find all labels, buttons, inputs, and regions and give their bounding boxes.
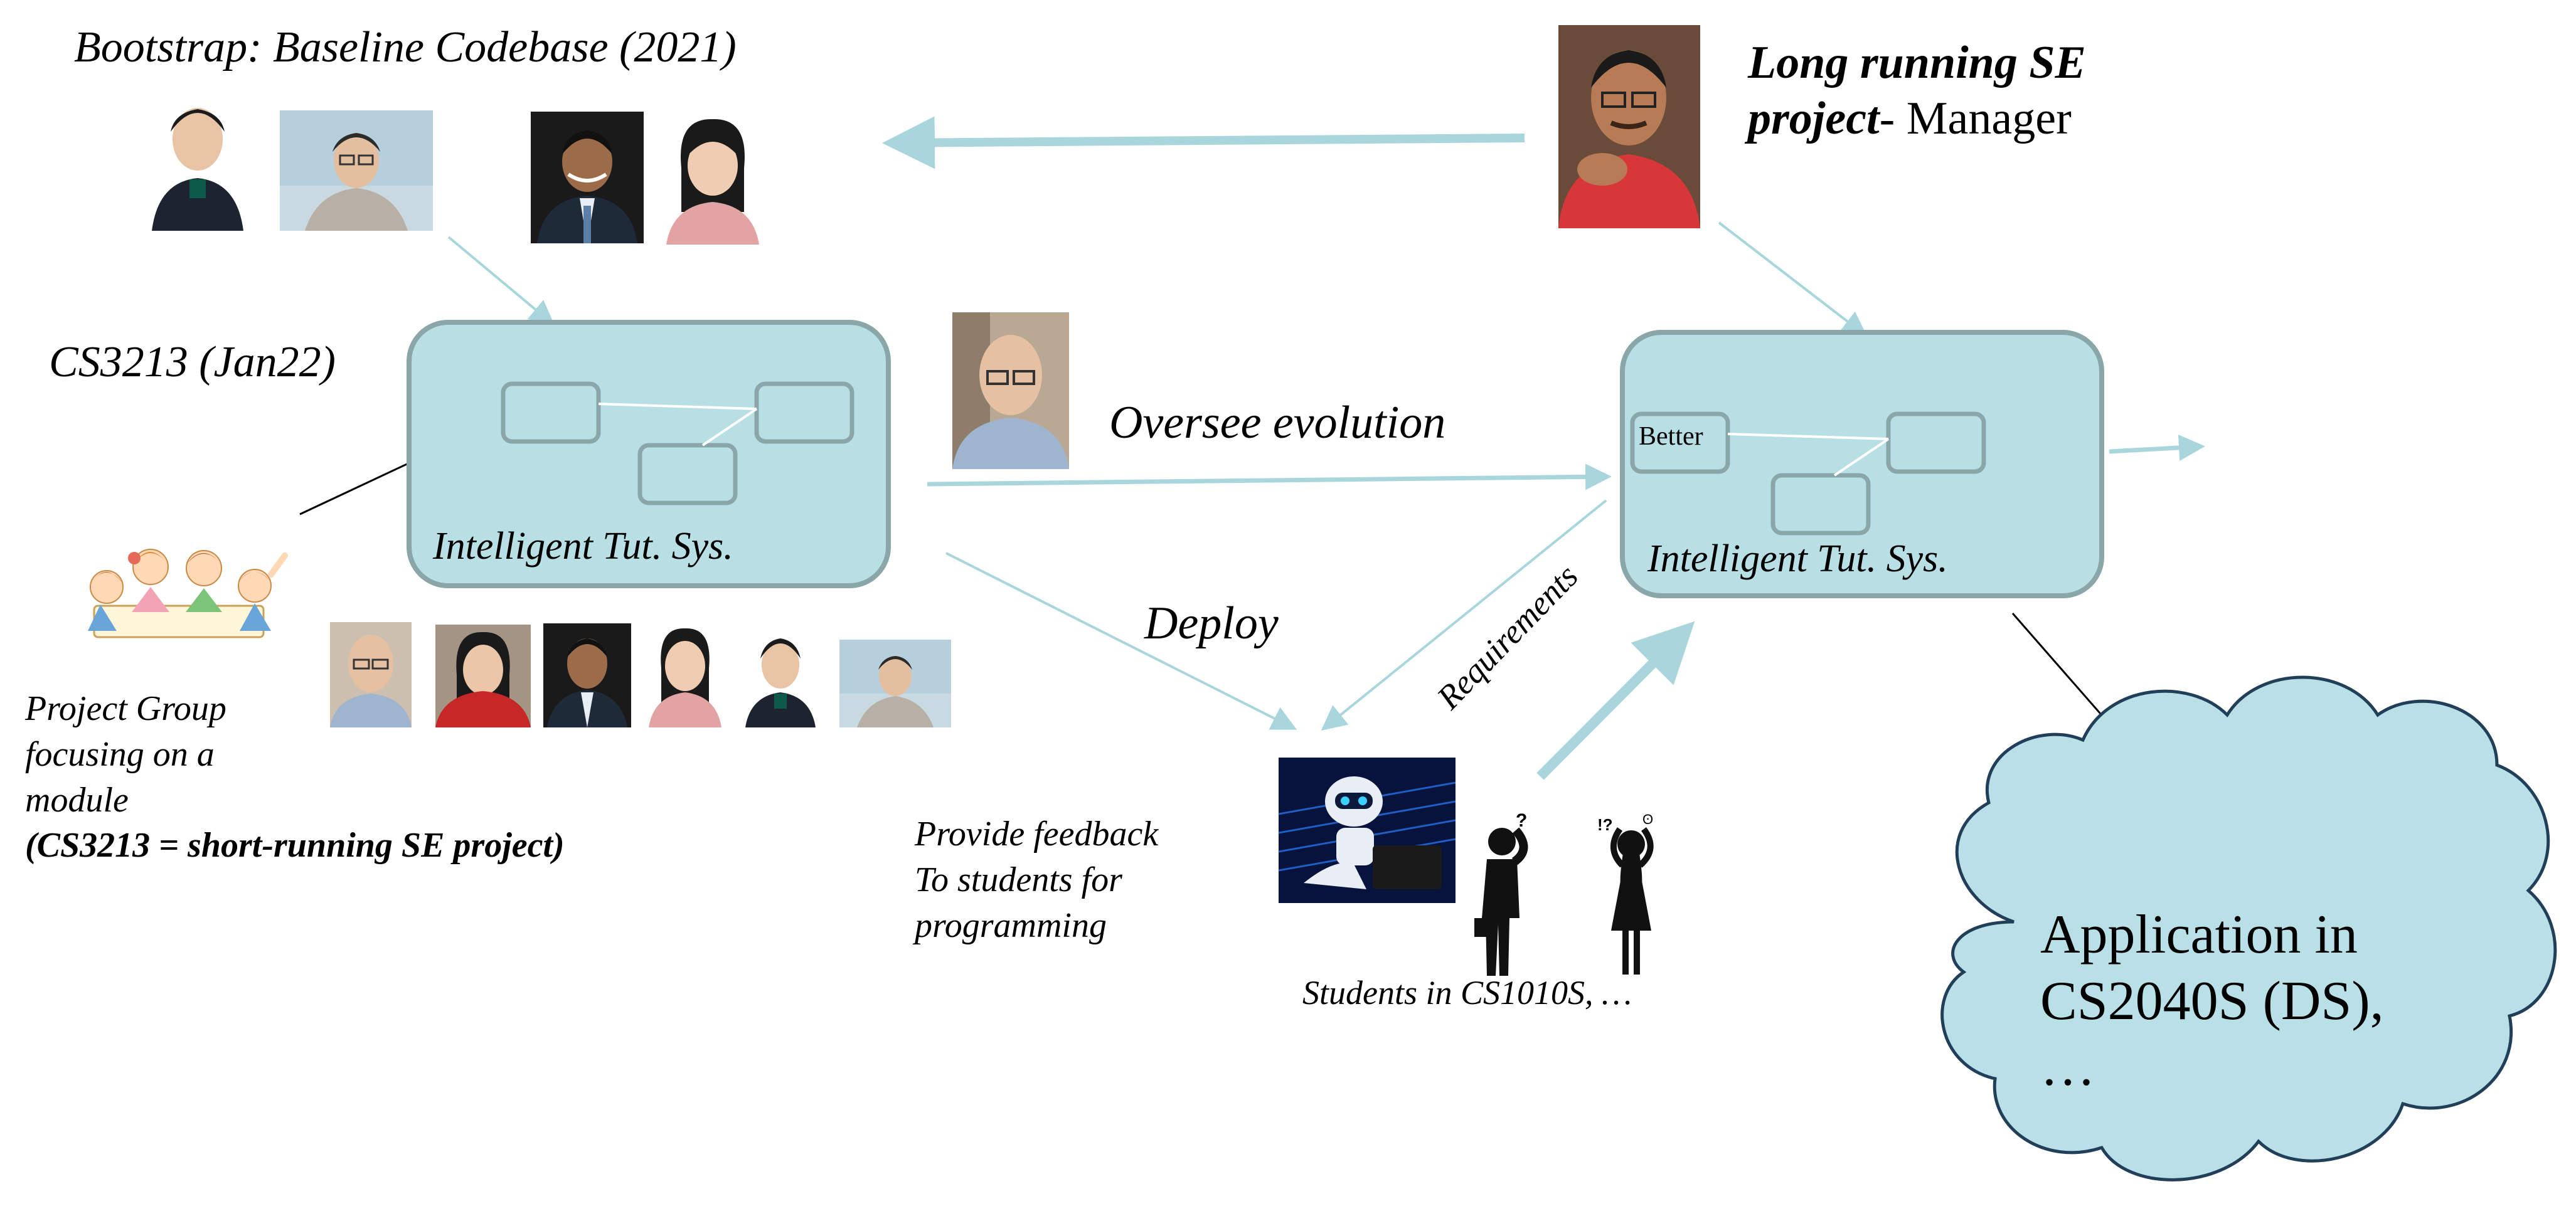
arrow-bootstrap-to-its — [447, 236, 555, 326]
module-node — [754, 381, 854, 444]
feedback-text: Provide feedback To students for program… — [915, 811, 1158, 948]
arrow-manager-to-bootstrap — [882, 116, 1525, 169]
overseer-photo — [952, 312, 1069, 469]
project-group-line: focusing on a — [25, 734, 215, 774]
cloud-line: CS2040S (DS), — [2040, 970, 2384, 1032]
arrow-requirements — [1536, 621, 1695, 780]
student-silhouette-male: ? — [1458, 811, 1540, 976]
module-link — [1727, 433, 1889, 440]
module-node-better — [1630, 411, 1730, 474]
person-photo — [146, 94, 250, 231]
module-link — [1833, 438, 1890, 477]
arrow-oversee-evolution — [927, 463, 1612, 490]
its-label-right: Intelligent Tut. Sys. — [1647, 537, 1948, 580]
students-cartoon — [69, 537, 292, 650]
its-label-left: Intelligent Tut. Sys. — [433, 525, 733, 568]
deploy-label: Deploy — [1144, 598, 1279, 649]
students-label: Students in CS1010S, … — [1302, 974, 1632, 1012]
project-group-note: (CS3213 = short-running SE project) — [25, 826, 565, 865]
feedback-line: To students for — [915, 860, 1122, 899]
student-silhouette-female: !? ʘ — [1594, 811, 1669, 980]
person-photo — [531, 112, 644, 243]
team-photo — [435, 625, 531, 727]
robot-image — [1279, 758, 1456, 903]
arrow-its-out — [2109, 434, 2205, 461]
module-node — [501, 381, 601, 444]
team-photo — [330, 622, 412, 727]
feedback-line: Provide feedback — [915, 815, 1159, 854]
manager-heading: Long running SE project- Manager — [1748, 35, 2086, 147]
team-photo — [839, 640, 951, 727]
module-node — [637, 443, 738, 505]
arrow-deploy — [945, 552, 1297, 730]
cloud-line: … — [2040, 1037, 2095, 1098]
application-cloud — [1940, 675, 2557, 1181]
bootstrap-heading: Bootstrap: Baseline Codebase (2021) — [74, 23, 737, 71]
project-group-line: Project Group — [25, 689, 226, 728]
module-node — [1886, 411, 1986, 474]
course-heading: CS3213 (Jan22) — [49, 338, 336, 386]
cloud-line: Application in — [2040, 904, 2358, 965]
cloud-text: Application in CS2040S (DS), … — [2040, 902, 2384, 1101]
svg-text:!?: !? — [1597, 815, 1613, 834]
svg-text:ʘ: ʘ — [1642, 811, 1653, 827]
project-group-line: module — [25, 780, 129, 820]
module-link — [598, 403, 757, 410]
better-label: Better — [1639, 422, 1703, 451]
module-link — [701, 408, 758, 447]
feedback-line: programming — [915, 906, 1107, 945]
manager-title-line1: Long running SE — [1748, 37, 2086, 88]
manager-role: - Manager — [1879, 92, 2072, 144]
team-photo — [742, 626, 819, 727]
person-photo — [657, 112, 768, 245]
arrow-its-to-students — [1321, 499, 1607, 731]
arrow-manager-to-its — [1718, 221, 1868, 337]
svg-text:?: ? — [1516, 811, 1527, 831]
manager-title-line2: project — [1748, 92, 1880, 144]
manager-photo — [1558, 25, 1700, 228]
oversee-label: Oversee evolution — [1109, 397, 1446, 448]
its-box-right — [1620, 330, 2104, 598]
team-photo — [543, 623, 631, 727]
project-group-text: Project Group focusing on a module (CS32… — [25, 686, 565, 869]
team-photo — [642, 622, 728, 727]
person-photo — [280, 110, 433, 231]
module-node — [1770, 473, 1871, 536]
